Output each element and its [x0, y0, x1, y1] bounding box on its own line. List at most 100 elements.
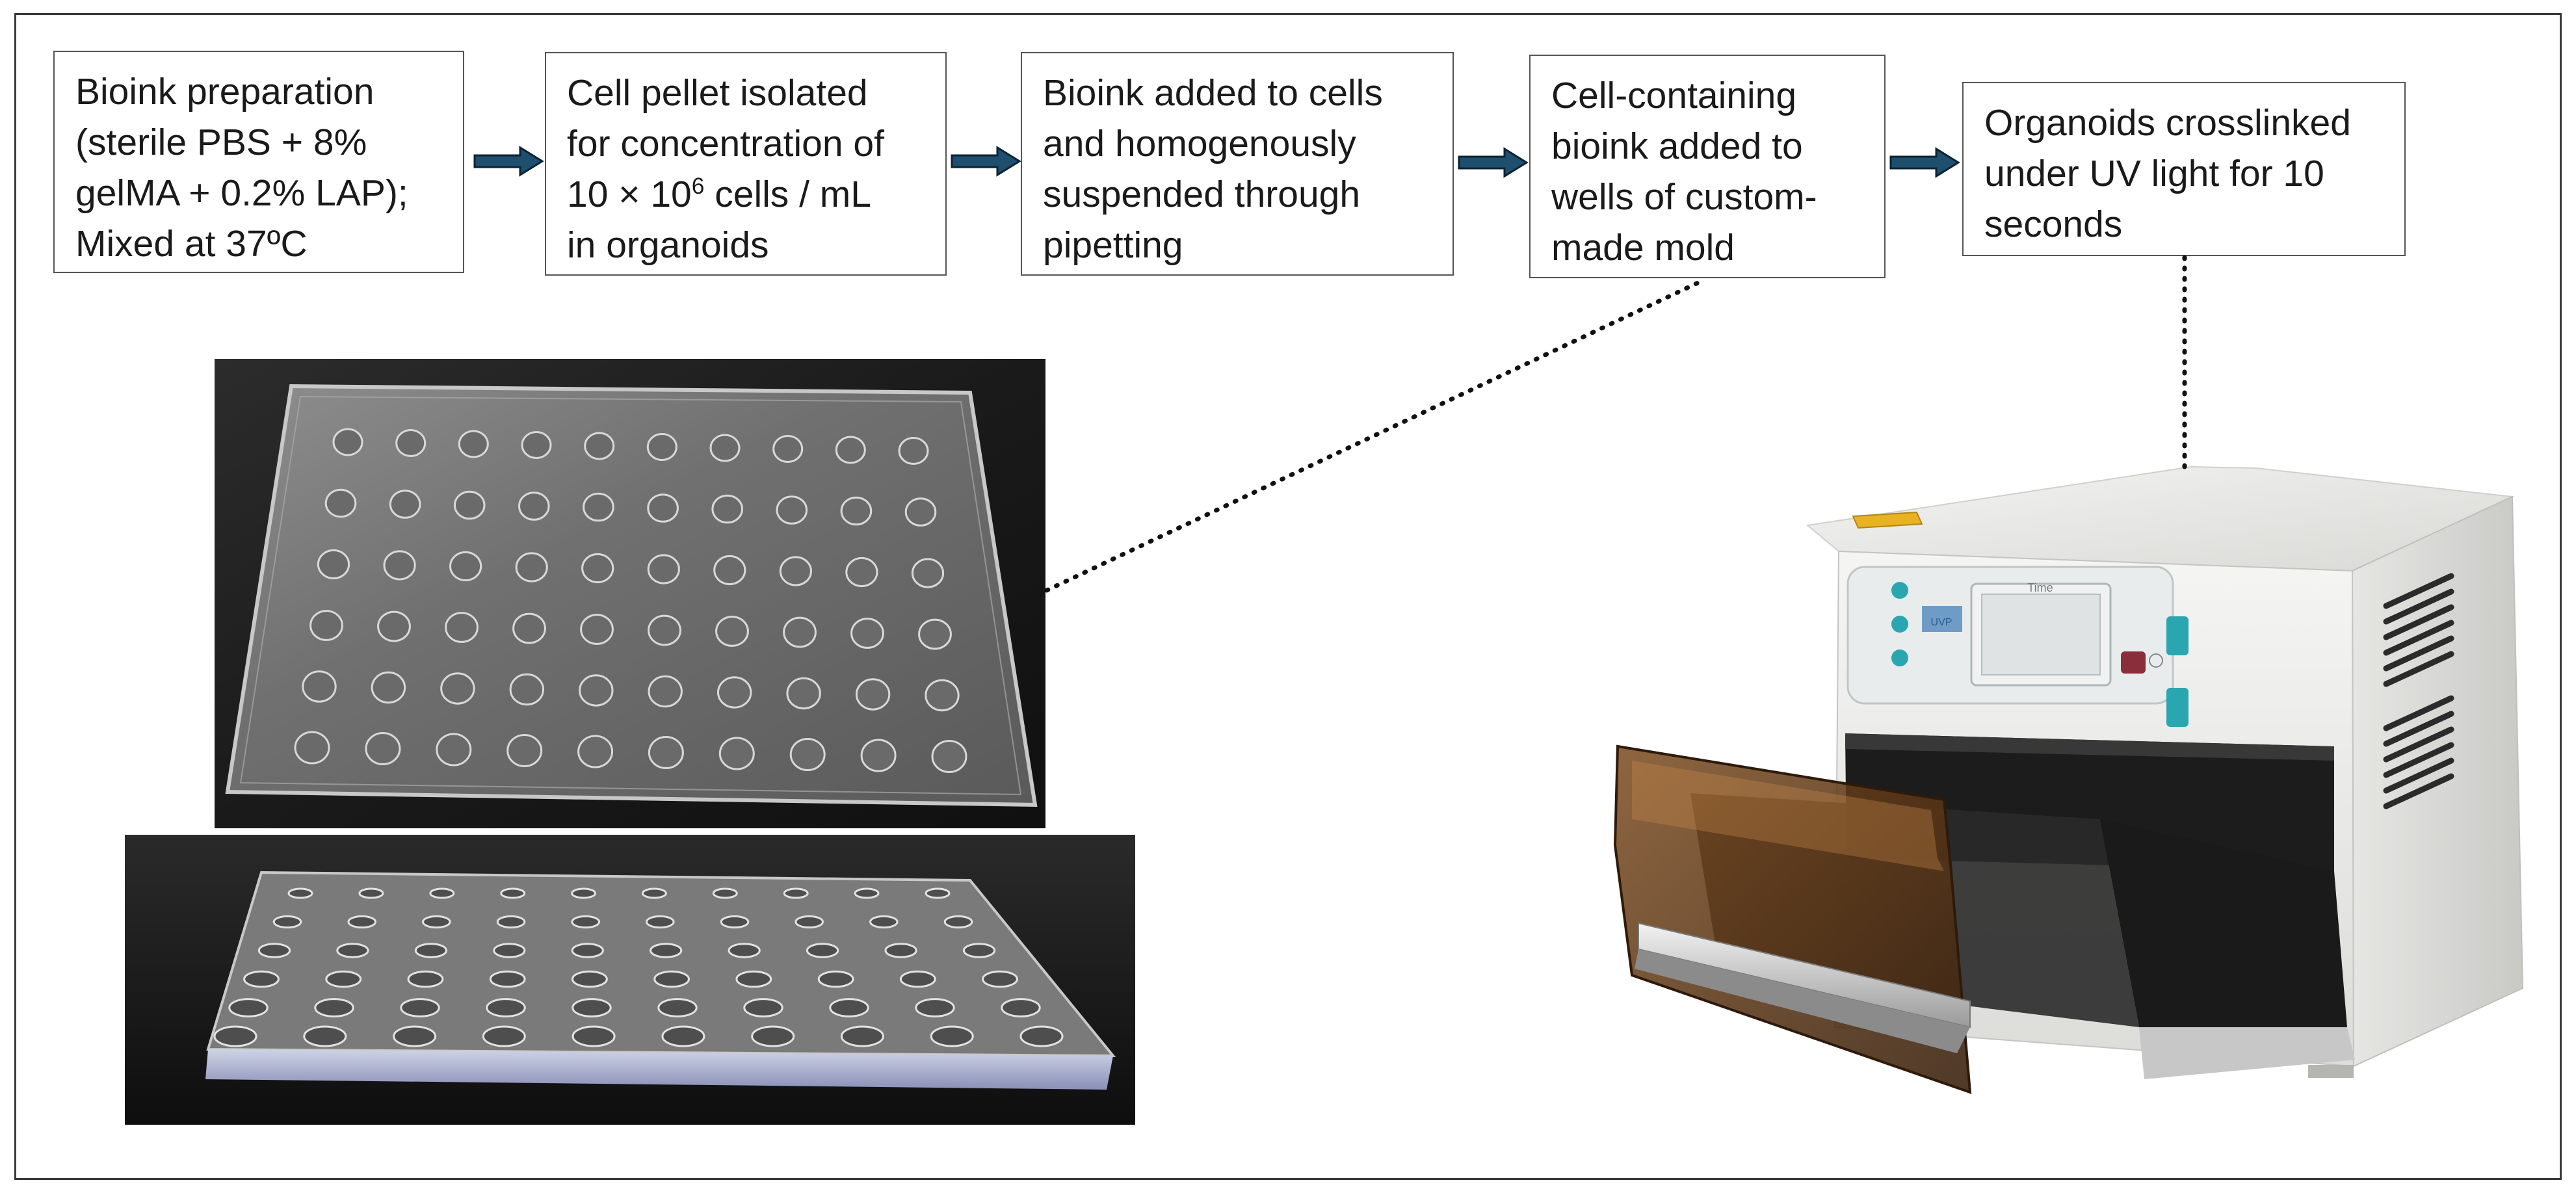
- mold-well: [509, 673, 544, 706]
- mold-well: [854, 887, 880, 899]
- mold-well: [845, 557, 878, 588]
- mold-well: [720, 915, 750, 929]
- step-2-line-1: Cell pellet isolated: [567, 72, 868, 114]
- mold-well: [840, 496, 873, 526]
- mold-well: [653, 970, 690, 988]
- mold-well: [243, 970, 280, 988]
- mold-well: [571, 887, 597, 899]
- step-5-line-1: Organoids crosslinked: [1984, 102, 2351, 144]
- step-4-line-2: bioink added to: [1551, 125, 1803, 167]
- step-1-line-2: (sterile PBS + 8%: [75, 122, 367, 163]
- mold-well: [869, 915, 899, 929]
- mold-well: [314, 998, 354, 1017]
- mold-well: [506, 734, 543, 767]
- step-4-line-4: made mold: [1551, 227, 1735, 269]
- mold-well: [840, 1025, 884, 1047]
- mold-well: [500, 887, 526, 899]
- mold-well: [332, 428, 363, 456]
- mold-well: [358, 887, 384, 899]
- mold-well: [884, 943, 917, 958]
- mold-well: [422, 915, 451, 929]
- mold-well: [648, 614, 681, 646]
- step-box-mold-filling: Cell-containing bioink added to wells of…: [1529, 55, 1886, 278]
- mold-well: [783, 887, 809, 899]
- mold-well: [489, 970, 526, 988]
- mold-well: [925, 679, 960, 712]
- device-panel-label: Time: [2027, 581, 2053, 594]
- mold-well: [294, 731, 330, 765]
- mold-well: [414, 943, 447, 958]
- mold-well: [717, 676, 752, 709]
- mold-well: [347, 915, 377, 929]
- mold-well: [400, 998, 440, 1017]
- mold-well: [1001, 998, 1041, 1017]
- step-1-line-3: gelMA + 0.2% LAP);: [75, 172, 408, 214]
- mold-well: [572, 998, 612, 1017]
- mold-well: [779, 556, 813, 586]
- mold-well: [493, 943, 526, 958]
- mold-well: [735, 970, 772, 988]
- mold-well: [661, 1025, 705, 1047]
- step-box-bioink-preparation: Bioink preparation (sterile PBS + 8% gel…: [53, 51, 464, 273]
- mold-well: [213, 1025, 257, 1047]
- mold-well: [899, 970, 936, 988]
- step-5-line-3: seconds: [1984, 203, 2123, 245]
- mold-well: [302, 670, 337, 703]
- mold-well: [647, 554, 680, 584]
- mold-well: [829, 998, 869, 1017]
- mold-well: [772, 435, 804, 463]
- mold-well: [521, 431, 552, 459]
- mold-well: [783, 616, 817, 648]
- mold-well: [317, 549, 350, 580]
- mold-well: [657, 998, 698, 1017]
- mold-well: [580, 614, 614, 645]
- mold-well: [943, 915, 973, 929]
- arrow-right-icon: [1889, 147, 1960, 178]
- mold-well: [486, 998, 526, 1017]
- step-2-concentration-exponent: 6: [691, 174, 705, 199]
- mold-well: [336, 943, 369, 958]
- mold-well: [789, 738, 826, 771]
- step-2-line-3: 10 × 106 cells / mL: [567, 169, 927, 220]
- mold-well: [482, 1025, 526, 1047]
- mold-well: [496, 915, 526, 929]
- mold-well: [272, 915, 302, 929]
- mold-well: [647, 493, 679, 523]
- mold-well: [918, 618, 952, 650]
- mold-well: [860, 739, 897, 772]
- mold-well: [571, 943, 604, 958]
- mold-well: [1019, 1025, 1064, 1047]
- arrow-right-icon: [1458, 147, 1529, 178]
- mold-well: [571, 915, 601, 929]
- mold-well: [835, 436, 866, 464]
- mold-well: [583, 492, 614, 522]
- mold-well: [383, 550, 416, 581]
- step-5-line-2: under UV light for 10: [1984, 153, 2324, 194]
- mold-well: [648, 736, 684, 769]
- mold-well: [646, 433, 677, 461]
- mold-well: [650, 943, 683, 958]
- mold-well: [715, 616, 749, 647]
- mold-well: [389, 490, 421, 519]
- mold-well: [931, 740, 967, 773]
- mold-well: [898, 437, 929, 465]
- mold-well: [584, 432, 615, 460]
- mold-well: [806, 943, 839, 958]
- mold-top-view-photo: [215, 359, 1045, 828]
- mold-well: [709, 434, 741, 462]
- mold-well: [515, 552, 548, 583]
- mold-well: [365, 732, 401, 765]
- step-4-line-1: Cell-containing: [1551, 75, 1797, 116]
- mold-well: [228, 998, 269, 1017]
- mold-well: [395, 429, 427, 457]
- mold-well: [962, 943, 996, 958]
- mold-well: [648, 675, 683, 708]
- step-3-line-4: pipetting: [1043, 224, 1183, 266]
- mold-well: [911, 558, 945, 588]
- mold-well: [287, 887, 313, 899]
- mold-well: [309, 610, 343, 641]
- arrow-right-icon: [951, 146, 1021, 177]
- mold-well: [512, 612, 546, 644]
- mold-well: [445, 612, 479, 643]
- mold-well: [325, 970, 362, 988]
